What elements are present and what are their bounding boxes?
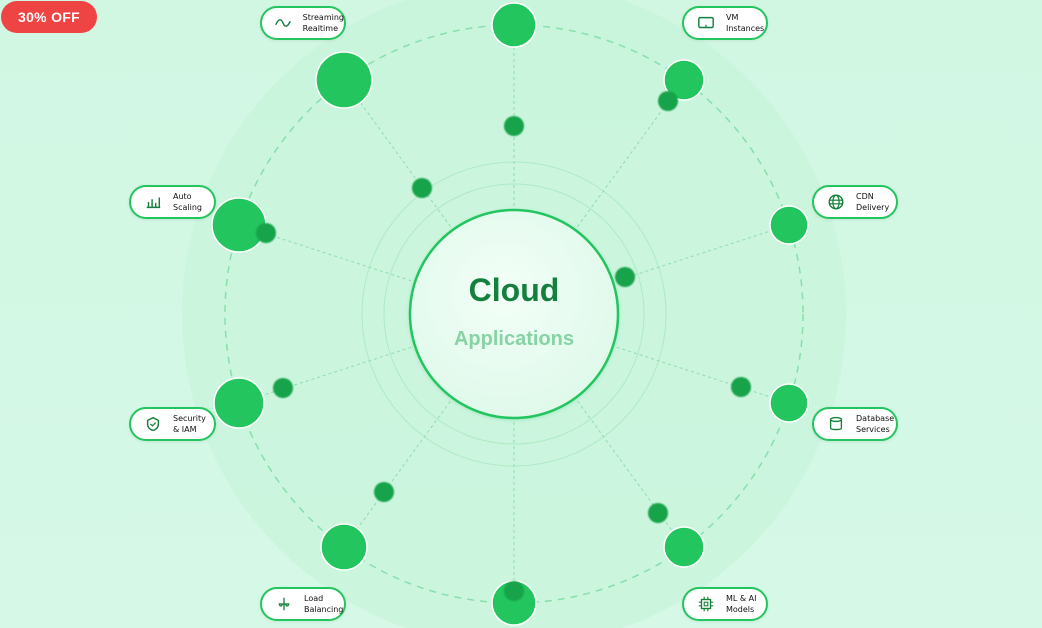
service-line1: Streaming: [302, 13, 344, 22]
center-title: Cloud: [468, 272, 560, 308]
chip-icon: [696, 594, 716, 614]
service-line1: Database: [856, 414, 895, 423]
shield-icon: [143, 414, 163, 434]
service-line2: & IAM: [173, 425, 197, 434]
service-vm-instances[interactable]: VM Instances: [682, 6, 768, 40]
service-line1: CDN: [856, 192, 874, 201]
service-line2: Delivery: [856, 203, 890, 212]
service-line1: Auto: [173, 192, 192, 201]
discount-badge[interactable]: 30% OFF: [1, 1, 97, 33]
balance-icon: [274, 594, 294, 614]
service-line1: Security: [173, 414, 206, 423]
service-line2: Instances: [726, 24, 765, 33]
service-line1: Load: [304, 594, 324, 603]
bar-chart-icon: [143, 192, 163, 212]
service-line2: Balancing: [304, 605, 344, 614]
wave-icon: [274, 13, 293, 33]
service-ml-ai-models[interactable]: ML & AI Models: [682, 587, 768, 621]
center-subtitle: Applications: [453, 328, 574, 350]
service-line1: VM: [726, 13, 739, 22]
service-cdn-delivery[interactable]: CDN Delivery: [812, 185, 898, 219]
service-line2: Services: [856, 425, 890, 434]
database-icon: [826, 414, 846, 434]
monitor-icon: [696, 13, 716, 33]
service-line2: Scaling: [173, 203, 202, 212]
service-line2: Realtime: [302, 24, 338, 33]
globe-icon: [826, 192, 846, 212]
service-security-iam[interactable]: Security & IAM: [129, 407, 216, 441]
service-line2: Models: [726, 605, 755, 614]
service-line1: ML & AI: [726, 594, 757, 603]
